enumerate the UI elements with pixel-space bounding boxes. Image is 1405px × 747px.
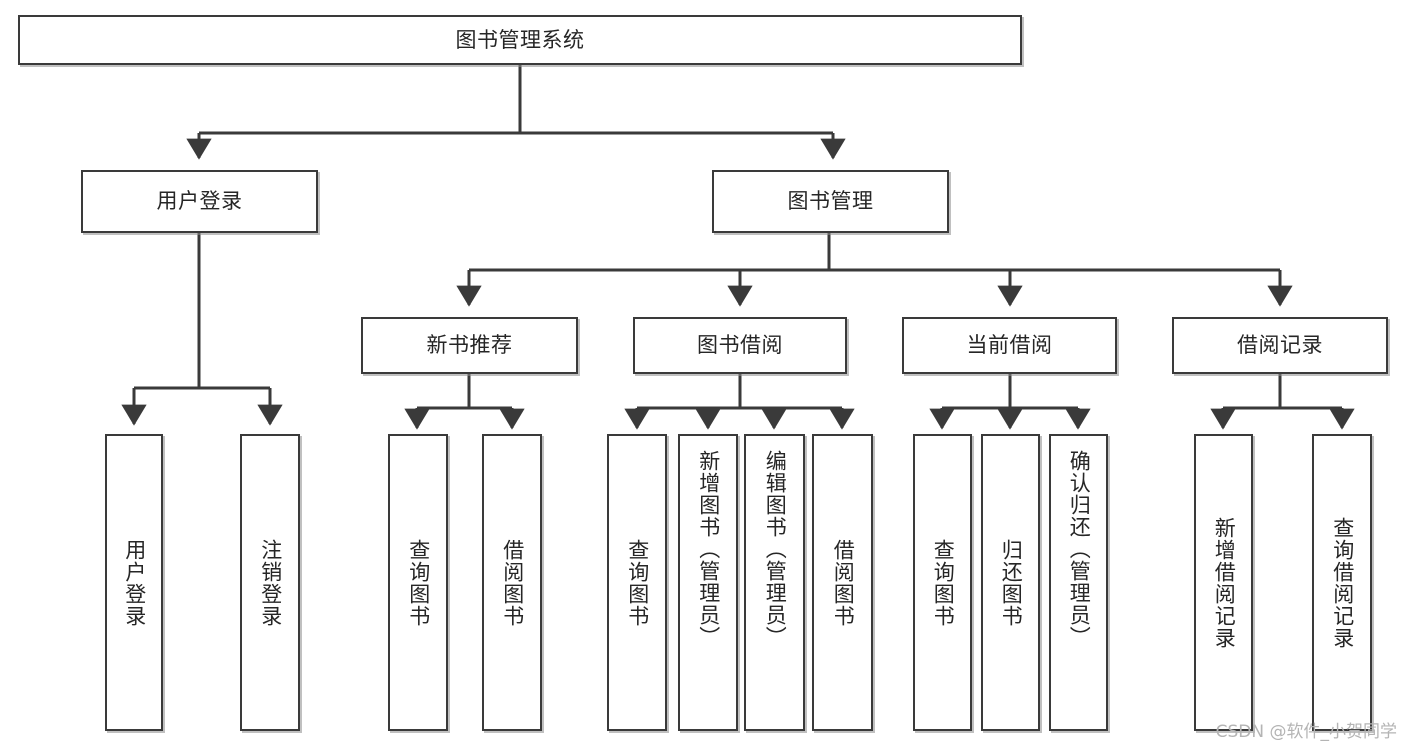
node-label: 借阅图书 <box>500 538 525 627</box>
node-label: 新书推荐 <box>426 333 513 358</box>
node-leaf-query-book-2[interactable]: 查询图书 <box>607 434 667 731</box>
node-leaf-borrow-book-1[interactable]: 借阅图书 <box>482 434 542 731</box>
node-label: 图书借阅 <box>697 333 783 358</box>
node-user-login[interactable]: 用户登录 <box>81 170 318 233</box>
node-leaf-add-book[interactable]: 新增图书（管理员） <box>678 434 738 731</box>
node-label: 用户登录 <box>156 189 243 214</box>
node-borrow-record[interactable]: 借阅记录 <box>1172 317 1388 374</box>
node-current-borrow[interactable]: 当前借阅 <box>902 317 1117 374</box>
node-label: 新增借阅记录 <box>1212 516 1237 649</box>
node-leaf-confirm-return[interactable]: 确认归还（管理员） <box>1049 434 1108 731</box>
node-new-book-recommend[interactable]: 新书推荐 <box>361 317 578 374</box>
node-leaf-user-login[interactable]: 用户登录 <box>105 434 163 731</box>
node-label: 查询图书 <box>406 538 431 627</box>
node-label: 确认归还（管理员） <box>1067 450 1092 648</box>
node-label: 图书管理 <box>787 189 874 214</box>
node-label: 当前借阅 <box>966 333 1053 358</box>
watermark-text: CSDN @软件_小贺同学 <box>1215 722 1397 742</box>
node-label: 借阅图书 <box>831 538 856 627</box>
node-leaf-query-book-1[interactable]: 查询图书 <box>388 434 448 731</box>
node-label: 新增图书（管理员） <box>696 450 721 648</box>
node-label: 借阅记录 <box>1237 333 1323 358</box>
node-leaf-query-record[interactable]: 查询借阅记录 <box>1312 434 1372 731</box>
node-label: 注销登录 <box>258 538 283 627</box>
node-label: 图书管理系统 <box>455 27 585 52</box>
node-label: 查询借阅记录 <box>1330 516 1355 649</box>
node-book-manage[interactable]: 图书管理 <box>712 170 949 233</box>
node-leaf-query-book-3[interactable]: 查询图书 <box>913 434 972 731</box>
node-leaf-logout-login[interactable]: 注销登录 <box>240 434 300 731</box>
node-leaf-return-book[interactable]: 归还图书 <box>981 434 1040 731</box>
node-label: 查询图书 <box>625 538 650 627</box>
node-leaf-edit-book[interactable]: 编辑图书（管理员） <box>744 434 805 731</box>
node-root-system[interactable]: 图书管理系统 <box>18 15 1022 65</box>
node-book-borrow[interactable]: 图书借阅 <box>633 317 847 374</box>
node-label: 编辑图书（管理员） <box>763 450 788 648</box>
node-label: 归还图书 <box>999 538 1024 627</box>
node-leaf-add-record[interactable]: 新增借阅记录 <box>1194 434 1253 731</box>
node-leaf-borrow-book-2[interactable]: 借阅图书 <box>812 434 873 731</box>
node-label: 用户登录 <box>122 538 147 627</box>
node-label: 查询图书 <box>931 538 956 627</box>
